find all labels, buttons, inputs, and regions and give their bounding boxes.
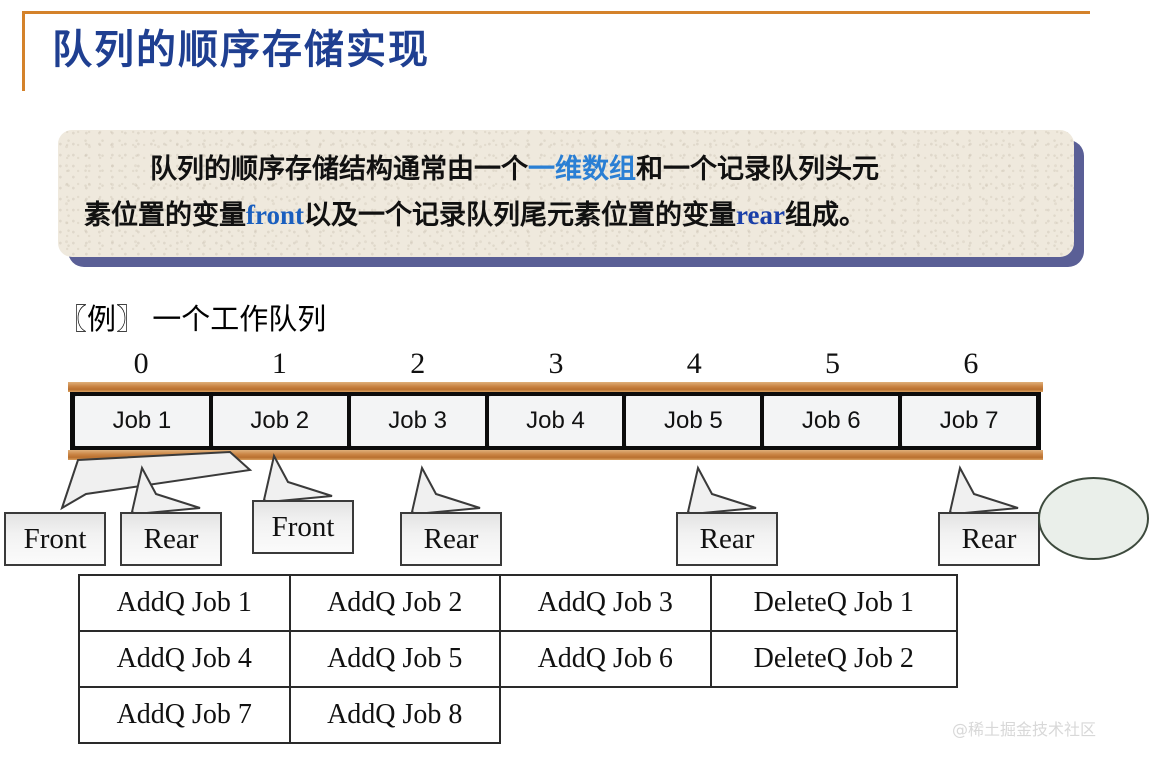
array-cell: Job 4	[488, 396, 627, 446]
title-top-rule	[22, 11, 1090, 14]
table-cell: AddQ Job 2	[288, 574, 501, 632]
callout-tail-icon	[258, 452, 336, 504]
array-cell-label: Job 4	[526, 407, 585, 434]
table-cell: AddQ Job 4	[78, 630, 291, 688]
note-line2-pre: 素位置的变量	[84, 200, 246, 230]
pointer-callout-front-1: Front	[252, 453, 354, 554]
operations-table: AddQ Job 1 AddQ Job 2 AddQ Job 3 DeleteQ…	[78, 574, 958, 744]
callout-body: Rear	[400, 512, 502, 566]
callout-tail-icon	[406, 464, 484, 516]
array-cell: Job 1	[75, 396, 213, 446]
table-row: AddQ Job 4 AddQ Job 5 AddQ Job 6 DeleteQ…	[78, 630, 958, 688]
table-cell: AddQ Job 6	[499, 630, 712, 688]
pointer-callout-rear-0: Rear	[120, 465, 222, 566]
callout-label: Rear	[699, 522, 755, 555]
callout-tail-icon	[126, 464, 204, 516]
array-index-row: 0 1 2 3 4 5 6	[72, 348, 1040, 382]
array-cell: Job 2	[212, 396, 351, 446]
array-index: 2	[410, 347, 426, 380]
pointer-callout-rear-3: Rear	[938, 465, 1040, 566]
note-highlight-front: front	[246, 200, 304, 230]
array-index: 0	[133, 347, 149, 380]
callout-label: Rear	[423, 522, 479, 555]
callout-body: Rear	[676, 512, 778, 566]
table-cell: AddQ Job 5	[288, 630, 501, 688]
note-box: 队列的顺序存储结构通常由一个一维数组和一个记录队列头元 素位置的变量front以…	[58, 130, 1074, 257]
table-cell: AddQ Job 3	[499, 574, 712, 632]
array-cell-label: Job 1	[112, 407, 172, 434]
array-index: 3	[548, 347, 564, 380]
pointer-callout-rear-2: Rear	[676, 465, 778, 566]
callout-body: Front	[4, 512, 106, 566]
note-line-1: 队列的顺序存储结构通常由一个一维数组和一个记录队列头元	[84, 146, 1048, 192]
array-index: 1	[271, 347, 287, 380]
note-line2-post: 组成。	[784, 200, 866, 230]
array-cell: Job 3	[350, 396, 489, 446]
callout-label: Rear	[143, 522, 199, 555]
callout-label: Front	[271, 510, 335, 543]
array-bottom-frame	[68, 450, 1043, 460]
table-row: AddQ Job 1 AddQ Job 2 AddQ Job 3 DeleteQ…	[78, 574, 958, 632]
example-label: 〖例〗 一个工作队列	[58, 304, 327, 336]
queue-array: Job 1 Job 2 Job 3 Job 4 Job 5 Job 6 Job …	[68, 382, 1043, 460]
title-left-rule	[22, 11, 25, 91]
table-cell: DeleteQ Job 1	[709, 574, 958, 632]
callout-body: Rear	[120, 512, 222, 566]
note-highlight-array: 一维数组	[528, 154, 636, 184]
callout-body: Rear	[938, 512, 1040, 566]
page-title: 队列的顺序存储实现	[52, 27, 430, 72]
callout-tail-icon	[944, 464, 1022, 516]
array-cell: Job 7	[902, 396, 1037, 446]
table-cell: AddQ Job 7	[78, 686, 291, 744]
array-index: 5	[825, 347, 841, 380]
array-cell: Job 6	[764, 396, 903, 446]
table-cell: AddQ Job 8	[288, 686, 501, 744]
note-line2-mid: 以及一个记录队列尾元素位置的变量	[304, 200, 736, 230]
array-cell: Job 5	[626, 396, 765, 446]
table-cell-empty	[711, 687, 958, 743]
note-line-2: 素位置的变量front以及一个记录队列尾元素位置的变量rear组成。	[84, 192, 1048, 238]
array-cell-label: Job 3	[388, 407, 447, 434]
array-cell-label: Job 6	[801, 407, 861, 434]
array-cells: Job 1 Job 2 Job 3 Job 4 Job 5 Job 6 Job …	[70, 392, 1041, 450]
note-line1-post: 和一个记录队列头元	[636, 154, 879, 184]
array-cell-label: Job 2	[250, 407, 310, 434]
pointer-callout-rear-1: Rear	[400, 465, 502, 566]
callout-tail-icon	[34, 450, 264, 512]
table-cell-empty	[500, 687, 711, 743]
callout-label: Front	[23, 522, 87, 555]
watermark: @稀土掘金技术社区	[952, 720, 1097, 739]
array-top-frame	[68, 382, 1043, 392]
callout-body: Front	[252, 500, 354, 554]
callout-label: Rear	[961, 522, 1017, 555]
end-marker-ellipse	[1038, 477, 1149, 560]
array-index: 6	[963, 347, 979, 380]
table-cell: DeleteQ Job 2	[709, 630, 958, 688]
note-highlight-rear: rear	[736, 200, 785, 230]
note-line1-pre: 队列的顺序存储结构通常由一个	[150, 154, 528, 184]
array-cell-label: Job 7	[939, 407, 999, 434]
table-row: AddQ Job 7 AddQ Job 8	[78, 686, 958, 744]
callout-tail-icon	[682, 464, 760, 516]
array-index: 4	[686, 347, 702, 380]
table-cell: AddQ Job 1	[78, 574, 291, 632]
array-cell-label: Job 5	[664, 407, 723, 434]
pointer-callout-front-0: Front	[4, 450, 253, 566]
